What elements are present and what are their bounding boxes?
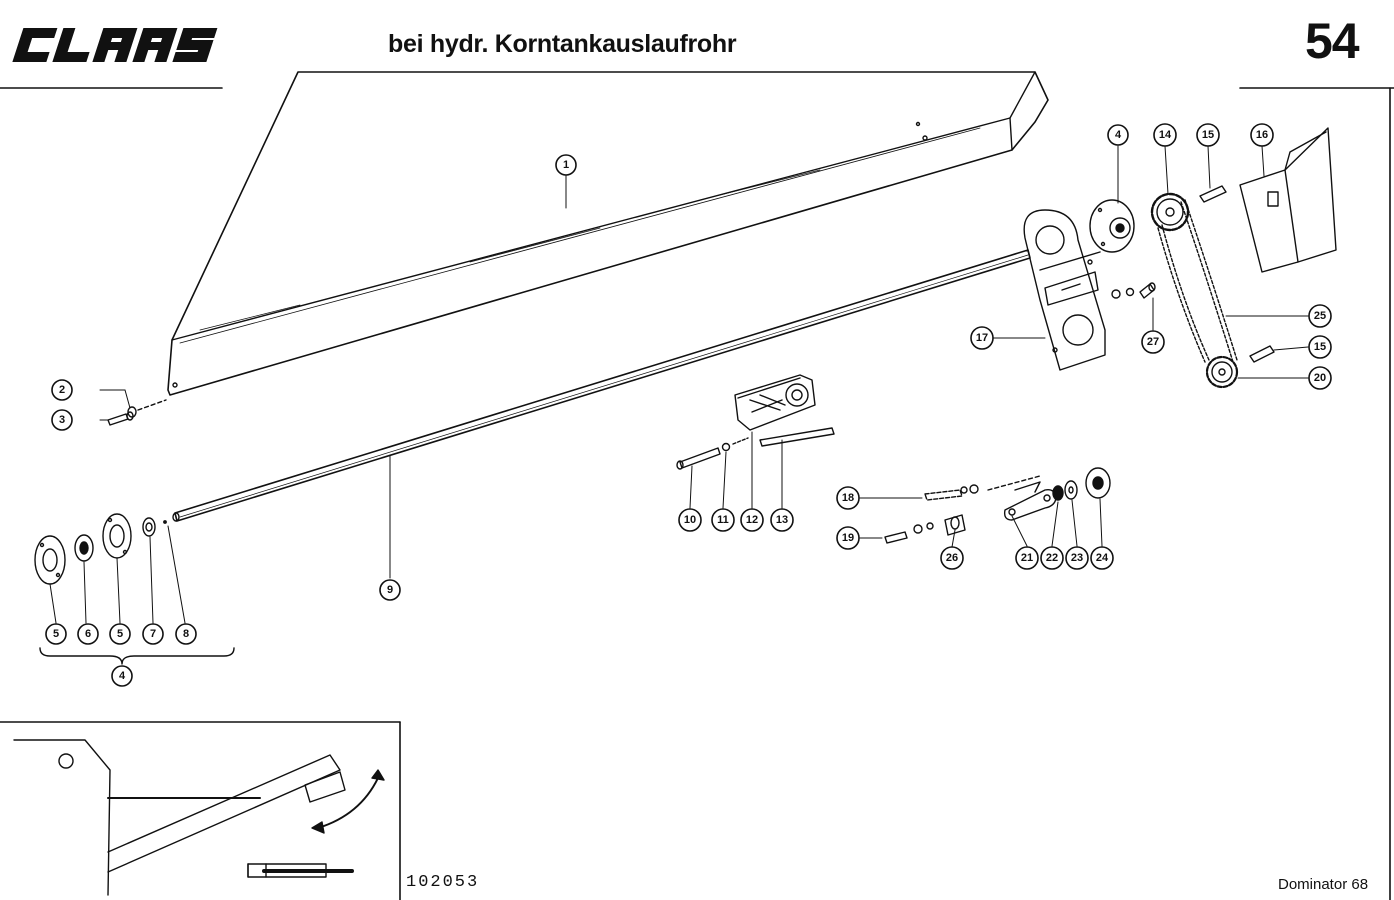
callout-18: 18 xyxy=(836,486,860,510)
callout-5-right: 5 xyxy=(109,623,131,645)
chain-guard xyxy=(1239,127,1337,273)
svg-text:20: 20 xyxy=(1314,372,1326,384)
upper-sprocket xyxy=(1150,192,1190,232)
callout-22: 22 xyxy=(1040,546,1064,570)
svg-text:6: 6 xyxy=(85,628,91,640)
svg-text:16: 16 xyxy=(1256,129,1268,141)
callout-14: 14 xyxy=(1153,123,1177,147)
cover-housing xyxy=(167,71,1049,396)
svg-text:5: 5 xyxy=(117,628,123,640)
callout-19: 19 xyxy=(836,526,860,550)
svg-text:27: 27 xyxy=(1147,336,1159,348)
callout-16: 16 xyxy=(1250,123,1274,147)
bracket-assembly xyxy=(676,374,835,470)
svg-text:3: 3 xyxy=(59,414,65,426)
inset-sketch xyxy=(13,739,385,896)
callout-4-flange: 4 xyxy=(1107,124,1129,146)
callout-24: 24 xyxy=(1090,546,1114,570)
svg-text:14: 14 xyxy=(1159,129,1172,141)
callout-1: 1 xyxy=(555,154,577,176)
svg-text:12: 12 xyxy=(746,514,758,526)
svg-text:5: 5 xyxy=(53,628,59,640)
svg-text:26: 26 xyxy=(946,552,958,564)
svg-text:22: 22 xyxy=(1046,552,1058,564)
svg-text:24: 24 xyxy=(1096,552,1109,564)
drive-shaft xyxy=(172,249,1031,522)
page-title: bei hydr. Korntankauslaufrohr xyxy=(388,30,737,58)
callout-7: 7 xyxy=(142,623,164,645)
lower-sprocket xyxy=(1205,355,1239,389)
document-number: 102053 xyxy=(406,873,480,892)
svg-text:23: 23 xyxy=(1071,552,1083,564)
callout-27: 27 xyxy=(1141,330,1165,354)
svg-text:2: 2 xyxy=(59,384,65,396)
svg-text:19: 19 xyxy=(842,532,854,544)
callout-13: 13 xyxy=(770,508,794,532)
claas-logo xyxy=(12,28,218,62)
bolt-27-group xyxy=(1111,282,1156,299)
callout-2: 2 xyxy=(51,379,73,401)
callout-10: 10 xyxy=(678,508,702,532)
callout-26: 26 xyxy=(940,546,964,570)
roller-chain xyxy=(1157,199,1238,363)
callout-11: 11 xyxy=(711,508,735,532)
svg-text:7: 7 xyxy=(150,628,156,640)
svg-text:17: 17 xyxy=(976,332,988,344)
model-name: Dominator 68 xyxy=(1278,876,1369,893)
svg-text:9: 9 xyxy=(387,584,393,596)
callout-12: 12 xyxy=(740,508,764,532)
svg-text:1: 1 xyxy=(563,159,569,171)
svg-text:15: 15 xyxy=(1202,129,1214,141)
callout-23: 23 xyxy=(1065,546,1089,570)
support-plate xyxy=(1023,209,1106,371)
callout-8: 8 xyxy=(175,623,197,645)
svg-text:4: 4 xyxy=(1115,129,1122,141)
callout-15-lower: 15 xyxy=(1308,335,1332,359)
callout-20: 20 xyxy=(1308,366,1332,390)
callout-17: 17 xyxy=(970,326,994,350)
svg-text:11: 11 xyxy=(717,514,729,526)
callout-25: 25 xyxy=(1308,304,1332,328)
split-pins xyxy=(1199,185,1275,363)
callout-9: 9 xyxy=(379,579,401,601)
callout-4-bearing-set: 4 xyxy=(111,665,133,687)
callout-3: 3 xyxy=(51,409,73,431)
leader-lines xyxy=(49,145,1309,624)
page-number: 54 xyxy=(1305,13,1360,69)
svg-text:13: 13 xyxy=(776,514,788,526)
svg-text:8: 8 xyxy=(183,628,189,640)
bearing-assembly xyxy=(34,513,235,665)
svg-text:10: 10 xyxy=(684,514,696,526)
callout-5-left: 5 xyxy=(45,623,67,645)
flange-bearing xyxy=(1089,199,1135,253)
svg-text:15: 15 xyxy=(1314,341,1326,353)
svg-text:18: 18 xyxy=(842,492,854,504)
linkage-assembly xyxy=(884,467,1111,544)
callout-6: 6 xyxy=(77,623,99,645)
callout-15-upper: 15 xyxy=(1196,123,1220,147)
svg-text:4: 4 xyxy=(119,670,126,682)
page-frame xyxy=(0,87,1394,900)
svg-text:21: 21 xyxy=(1021,552,1033,564)
svg-text:25: 25 xyxy=(1314,310,1326,322)
callout-21: 21 xyxy=(1015,546,1039,570)
screw-washer-group xyxy=(107,399,167,426)
